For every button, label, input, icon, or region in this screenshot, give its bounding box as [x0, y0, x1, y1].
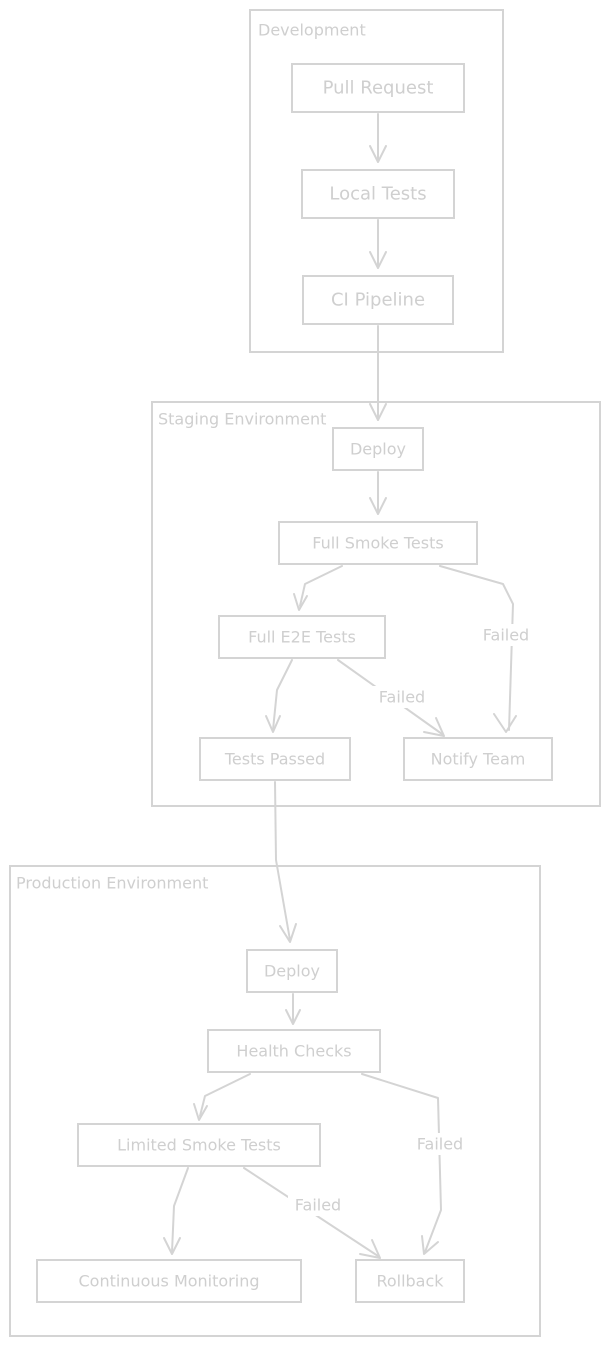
- edge-labels: Failed Failed Failed Failed: [288, 624, 536, 1216]
- node-notify-team-label: Notify Team: [431, 750, 526, 769]
- node-rollback-box: [355, 1259, 465, 1303]
- edge-health-checks-to-rollback: [361, 1073, 442, 1253]
- node-rollback-label: Rollback: [376, 1272, 444, 1291]
- node-continuous-monitoring-label: Continuous Monitoring: [78, 1272, 259, 1291]
- node-notify-team-box: [403, 737, 553, 781]
- node-tests-passed: Tests Passed: [199, 737, 351, 781]
- node-continuous-monitoring: Continuous Monitoring: [36, 1259, 302, 1303]
- edge-label-health-failed: Failed: [417, 1135, 463, 1154]
- node-full-e2e-tests: Full E2E Tests: [218, 615, 386, 659]
- edge-label-limited-smoke-failed: Failed: [295, 1196, 341, 1215]
- node-prod-deploy: Deploy: [246, 949, 338, 993]
- node-notify-team: Notify Team: [403, 737, 553, 781]
- edge-label-bg-health-failed: [410, 1133, 470, 1155]
- edge-full-smoke-to-notify-team: [439, 565, 514, 731]
- nodes: Pull Request Local Tests CI Pipeline Dep…: [36, 63, 553, 1303]
- cluster-staging-label: Staging Environment: [158, 410, 326, 429]
- node-limited-smoke-tests-box: [77, 1123, 321, 1167]
- edge-health-checks-to-limited-smoke-arrow: [193, 1103, 208, 1121]
- cluster-staging-box: [151, 401, 601, 807]
- edge-limited-smoke-to-monitoring: [171, 1167, 189, 1253]
- edge-health-checks-to-rollback-arrow: [421, 1235, 439, 1255]
- node-pull-request-label: Pull Request: [323, 78, 434, 99]
- edge-limited-smoke-to-monitoring-arrow: [163, 1237, 181, 1255]
- edge-full-e2e-to-tests-passed: [272, 659, 293, 731]
- node-limited-smoke-tests-label: Limited Smoke Tests: [117, 1136, 281, 1155]
- cluster-production-label: Production Environment: [16, 874, 208, 893]
- edge-label-bg-limited-smoke-failed: [288, 1194, 348, 1216]
- node-prod-deploy-label: Deploy: [264, 962, 320, 981]
- node-pull-request: Pull Request: [291, 63, 465, 113]
- node-pull-request-box: [291, 63, 465, 113]
- cluster-development: Development: [249, 9, 504, 353]
- edge-full-e2e-to-tests-passed-arrow: [265, 715, 281, 733]
- node-local-tests: Local Tests: [301, 169, 455, 219]
- node-ci-pipeline-label: CI Pipeline: [331, 290, 425, 311]
- node-full-smoke-tests-box: [278, 521, 478, 565]
- edge-full-e2e-to-notify-team-arrow: [423, 717, 445, 737]
- node-full-smoke-tests: Full Smoke Tests: [278, 521, 478, 565]
- edge-full-smoke-to-full-e2e: [299, 565, 343, 607]
- edge-label-smoke-failed: Failed: [483, 626, 529, 645]
- edge-tests-passed-to-prod-deploy-arrow: [279, 923, 297, 943]
- edge-label-e2e-failed: Failed: [379, 688, 425, 707]
- edge-staging-deploy-to-full-smoke-tests-arrow: [369, 497, 387, 515]
- cluster-staging: Staging Environment: [151, 401, 601, 807]
- node-staging-deploy-box: [332, 427, 424, 471]
- node-full-e2e-tests-box: [218, 615, 386, 659]
- node-ci-pipeline: CI Pipeline: [302, 275, 454, 325]
- edge-pull-request-to-local-tests-arrow: [369, 145, 387, 163]
- edge-label-bg-e2e-failed: [372, 686, 432, 708]
- cluster-development-box: [249, 9, 504, 353]
- cluster-development-label: Development: [258, 21, 366, 40]
- node-local-tests-box: [301, 169, 455, 219]
- node-limited-smoke-tests: Limited Smoke Tests: [77, 1123, 321, 1167]
- node-ci-pipeline-box: [302, 275, 454, 325]
- node-health-checks-label: Health Checks: [236, 1042, 351, 1061]
- edge-full-smoke-to-notify-team-arrow: [493, 713, 517, 733]
- edge-limited-smoke-to-rollback-arrow: [359, 1239, 381, 1259]
- edge-local-tests-to-ci-pipeline-arrow: [369, 251, 387, 269]
- edge-ci-pipeline-to-staging-deploy-arrow: [369, 403, 387, 421]
- node-full-e2e-tests-label: Full E2E Tests: [248, 628, 356, 647]
- edge-prod-deploy-to-health-checks-arrow: [285, 1009, 301, 1025]
- node-rollback: Rollback: [355, 1259, 465, 1303]
- node-local-tests-label: Local Tests: [329, 184, 426, 205]
- edge-full-smoke-to-full-e2e-arrow: [293, 593, 308, 611]
- edges: [163, 113, 517, 1259]
- node-health-checks: Health Checks: [207, 1029, 381, 1073]
- cluster-production: Production Environment: [9, 865, 541, 1337]
- edge-health-checks-to-limited-smoke: [199, 1073, 251, 1117]
- node-continuous-monitoring-box: [36, 1259, 302, 1303]
- node-tests-passed-label: Tests Passed: [224, 750, 325, 769]
- cluster-production-box: [9, 865, 541, 1337]
- node-full-smoke-tests-label: Full Smoke Tests: [312, 534, 443, 553]
- edge-tests-passed-to-prod-deploy: [274, 781, 291, 941]
- node-health-checks-box: [207, 1029, 381, 1073]
- node-prod-deploy-box: [246, 949, 338, 993]
- node-staging-deploy: Deploy: [332, 427, 424, 471]
- node-tests-passed-box: [199, 737, 351, 781]
- edge-label-bg-smoke-failed: [476, 624, 536, 646]
- node-staging-deploy-label: Deploy: [350, 440, 406, 459]
